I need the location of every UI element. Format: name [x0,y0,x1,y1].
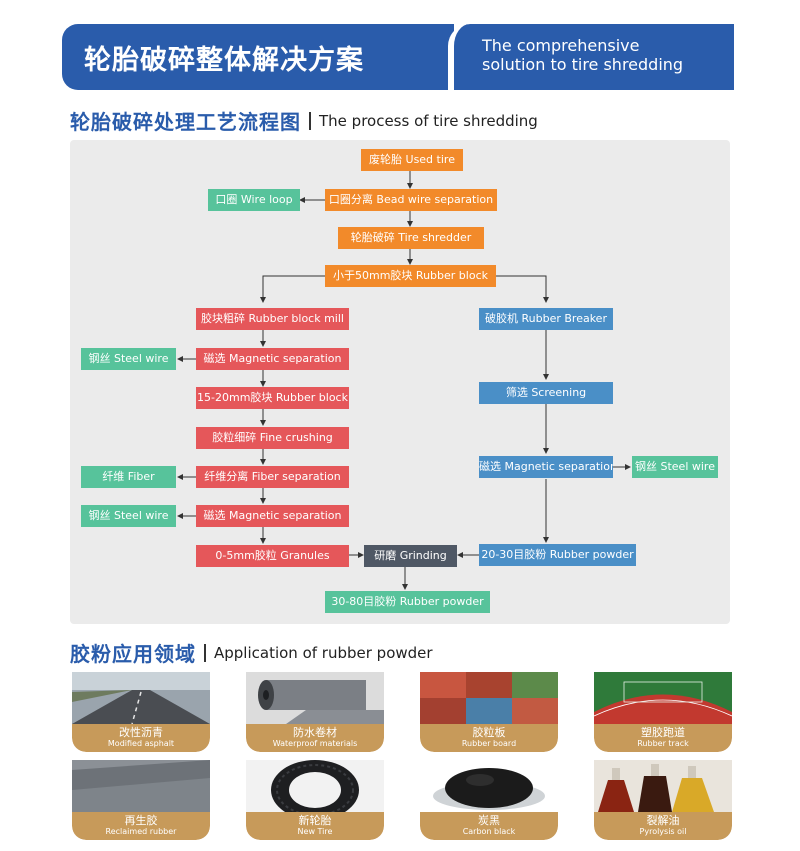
app-card-modified-asphalt: 改性沥青 Modified asphalt [72,672,210,752]
steel-wire-box-2: 钢丝 Steel wire [81,505,176,527]
app-label-en: New Tire [297,827,333,836]
app-label-en: Rubber track [637,739,689,748]
title-divider [309,111,311,130]
process-title-en: The process of tire shredding [319,111,538,130]
app-label-cn: 新轮胎 [298,814,332,827]
banner-right-panel: The comprehensive solution to tire shred… [448,24,734,90]
app-label-en: Modified asphalt [107,739,175,748]
rubber-block-50-box: 小于50mm胶块 Rubber block [325,265,496,287]
app-label-cn: 防水卷材 [293,726,337,739]
wire-loop-box: 口圈 Wire loop [208,189,300,211]
magnetic-separation-box-3: 磁选 Magnetic separation [479,456,613,478]
fiber-box: 纤维 Fiber [81,466,176,488]
app-label: 改性沥青 Modified asphalt [72,724,210,752]
process-section-title: 轮胎破碎处理工艺流程图 The process of tire shreddin… [70,106,538,135]
magnetic-separation-box-1: 磁选 Magnetic separation [196,348,349,370]
app-card-reclaimed-rubber: 再生胶 Reclaimed rubber [72,760,210,840]
asphalt-road-image [72,672,210,724]
rubber-board-image [420,672,558,724]
app-label-en: Carbon black [462,827,516,836]
app-label-cn: 胶粒板 [472,726,506,739]
app-card-carbon-black: 炭黑 Carbon black [420,760,558,840]
app-label: 新轮胎 New Tire [246,812,384,840]
app-label-cn: 炭黑 [478,814,500,827]
app-card-rubber-board: 胶粒板 Rubber board [420,672,558,752]
application-title-en: Application of rubber powder [214,643,433,662]
steel-wire-box-1: 钢丝 Steel wire [81,348,176,370]
new-tire-image [246,760,384,812]
app-label-cn: 改性沥青 [119,726,163,739]
bead-wire-separation-box: 口圈分离 Bead wire separation [325,189,497,211]
app-label-en: Rubber board [461,739,517,748]
app-label: 塑胶跑道 Rubber track [594,724,732,752]
rubber-powder-30-80-box: 30-80目胶粉 Rubber powder [325,591,490,613]
app-label: 再生胶 Reclaimed rubber [72,812,210,840]
rubber-track-image [594,672,732,724]
banner-left-panel: 轮胎破碎整体解决方案 [62,24,454,90]
reclaimed-rubber-image [72,760,210,812]
app-label: 炭黑 Carbon black [420,812,558,840]
rubber-block-mill-box: 胶块粗碎 Rubber block mill [196,308,349,330]
carbon-black-image [420,760,558,812]
title-divider [204,643,206,662]
granules-box: 0-5mm胶粒 Granules [196,545,349,567]
fine-crushing-box: 胶粒细碎 Fine crushing [196,427,349,449]
app-label-en: Waterproof materials [272,739,358,748]
tire-shredder-box: 轮胎破碎 Tire shredder [338,227,484,249]
waterproof-roll-image [246,672,384,724]
app-label-en: Reclaimed rubber [105,827,177,836]
used-tire-box: 废轮胎 Used tire [361,149,463,171]
flow-panel [70,140,730,624]
app-label: 胶粒板 Rubber board [420,724,558,752]
magnetic-separation-box-2: 磁选 Magnetic separation [196,505,349,527]
grinding-box: 研磨 Grinding [364,545,457,567]
app-card-rubber-track: 塑胶跑道 Rubber track [594,672,732,752]
screening-box: 筛选 Screening [479,382,613,404]
banner-title-cn: 轮胎破碎整体解决方案 [84,45,364,76]
app-card-pyrolysis-oil: 裂解油 Pyrolysis oil [594,760,732,840]
application-section-title: 胶粉应用领域 Application of rubber powder [70,638,433,667]
app-label-en: Pyrolysis oil [639,827,687,836]
pyrolysis-oil-image [594,760,732,812]
banner-title-en: The comprehensive solution to tire shred… [482,36,684,74]
app-label-cn: 裂解油 [646,814,680,827]
app-card-new-tire: 新轮胎 New Tire [246,760,384,840]
app-label-cn: 塑胶跑道 [641,726,685,739]
steel-wire-box-3: 钢丝 Steel wire [632,456,718,478]
app-label: 防水卷材 Waterproof materials [246,724,384,752]
app-label-cn: 再生胶 [124,814,158,827]
rubber-block-15-20-box: 15-20mm胶块 Rubber block [196,387,349,409]
fiber-separation-box: 纤维分离 Fiber separation [196,466,349,488]
process-title-cn: 轮胎破碎处理工艺流程图 [70,110,301,134]
rubber-powder-20-30-box: 20-30目胶粉 Rubber powder [479,544,636,566]
header-banner: 轮胎破碎整体解决方案 The comprehensive solution to… [62,24,734,90]
app-label: 裂解油 Pyrolysis oil [594,812,732,840]
app-card-waterproof-materials: 防水卷材 Waterproof materials [246,672,384,752]
rubber-breaker-box: 破胶机 Rubber Breaker [479,308,613,330]
application-title-cn: 胶粉应用领域 [70,642,196,666]
